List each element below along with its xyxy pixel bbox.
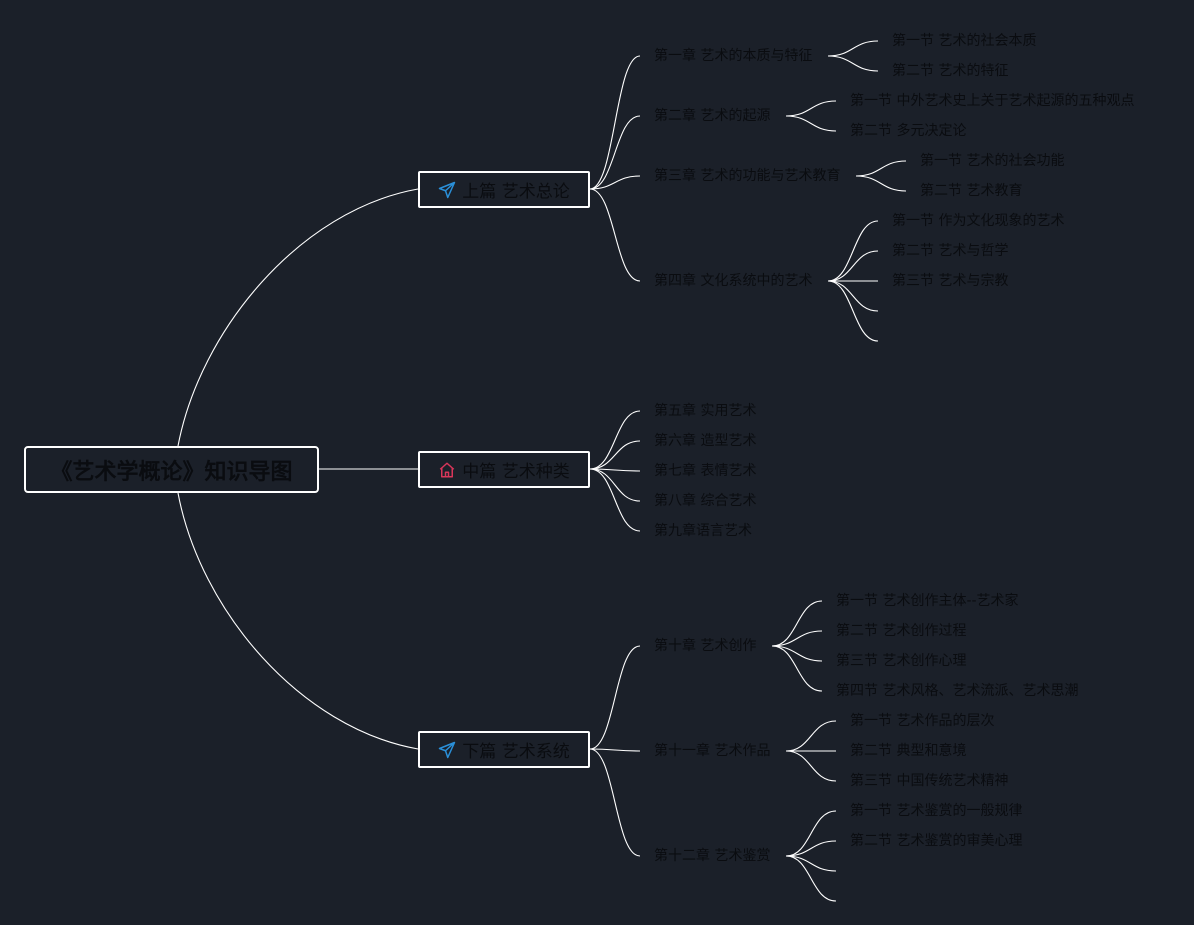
branch-upper[interactable]: 上篇 艺术总论 (418, 171, 590, 208)
connector-line (589, 645, 641, 750)
section-node[interactable]: 第一节 艺术作品的层次 (850, 713, 995, 729)
connector-line (827, 280, 879, 342)
section-node[interactable]: 第三节 艺术创作心理 (836, 653, 967, 669)
section-node[interactable]: 第一节 艺术的社会功能 (920, 153, 1065, 169)
section-node[interactable]: 第二节 艺术教育 (920, 183, 1023, 199)
paper-plane-icon (439, 181, 456, 198)
connector-line (589, 410, 641, 470)
connector-line (589, 175, 641, 190)
chapter-node[interactable]: 第五章 实用艺术 (654, 403, 757, 419)
connector-line (785, 855, 837, 902)
section-node[interactable]: 第二节 艺术鉴赏的审美心理 (850, 833, 1023, 849)
connector-line (785, 855, 837, 872)
connector-line (827, 40, 879, 57)
section-node[interactable]: 第二节 艺术与哲学 (892, 243, 1009, 259)
branch-middle-label: 中篇 艺术种类 (462, 462, 570, 482)
section-node[interactable]: 第二节 典型和意境 (850, 743, 967, 759)
paper-plane-icon (439, 741, 456, 758)
section-node[interactable]: 第一节 作为文化现象的艺术 (892, 213, 1065, 229)
home-icon (440, 462, 455, 477)
chapter-node[interactable]: 第六章 造型艺术 (654, 433, 757, 449)
connector-line (177, 492, 419, 750)
section-node[interactable]: 第一节 中外艺术史上关于艺术起源的五种观点 (850, 93, 1135, 109)
connector-line (827, 55, 879, 72)
connector-line (589, 188, 641, 282)
branch-lower-label: 下篇 艺术系统 (462, 742, 570, 762)
connector-line (827, 280, 879, 312)
connector-line (785, 115, 837, 132)
connector-line (771, 645, 823, 692)
connector-line (589, 468, 641, 532)
connector-line (855, 175, 907, 192)
connector-line (785, 720, 837, 752)
chapter-node[interactable]: 第七章 表情艺术 (654, 463, 757, 479)
section-node[interactable]: 第二节 艺术的特征 (892, 63, 1009, 79)
branch-upper-label: 上篇 艺术总论 (462, 182, 570, 202)
section-node[interactable]: 第二节 艺术创作过程 (836, 623, 967, 639)
chapter-node[interactable]: 第九章语言艺术 (654, 523, 752, 539)
section-node[interactable]: 第三节 艺术与宗教 (892, 273, 1009, 289)
chapter-node[interactable]: 第三章 艺术的功能与艺术教育 (654, 168, 841, 184)
connector-line (785, 840, 837, 857)
section-node[interactable]: 第四节 艺术风格、艺术流派、艺术思潮 (836, 683, 1079, 699)
section-node[interactable]: 第一节 艺术鉴赏的一般规律 (850, 803, 1023, 819)
section-node[interactable]: 第一节 艺术创作主体--艺术家 (836, 593, 1019, 609)
connector-line (855, 160, 907, 177)
connector-line (589, 748, 641, 752)
root-label: 《艺术学概论》知识导图 (50, 459, 293, 485)
chapter-node[interactable]: 第八章 综合艺术 (654, 493, 757, 509)
chapter-node[interactable]: 第二章 艺术的起源 (654, 108, 771, 124)
connector-line (771, 600, 823, 647)
chapter-node[interactable]: 第十一章 艺术作品 (654, 743, 771, 759)
section-node[interactable]: 第三节 中国传统艺术精神 (850, 773, 1009, 789)
connector-line (589, 440, 641, 470)
connector-line (589, 748, 641, 857)
connector-line (589, 468, 641, 502)
connector-line (785, 100, 837, 117)
chapter-node[interactable]: 第十章 艺术创作 (654, 638, 757, 654)
connector-line (771, 645, 823, 662)
section-node[interactable]: 第一节 艺术的社会本质 (892, 33, 1037, 49)
branch-lower[interactable]: 下篇 艺术系统 (418, 731, 590, 768)
chapter-node[interactable]: 第一章 艺术的本质与特征 (654, 48, 813, 64)
chapter-node[interactable]: 第四章 文化系统中的艺术 (654, 273, 813, 289)
connector-line (771, 630, 823, 647)
connector-line (827, 220, 879, 282)
connector-line (785, 750, 837, 782)
connector-line (785, 810, 837, 857)
branch-middle[interactable]: 中篇 艺术种类 (418, 451, 590, 488)
connector-line (177, 188, 419, 447)
connector-line (589, 115, 641, 190)
section-node[interactable]: 第二节 多元决定论 (850, 123, 967, 139)
chapter-node[interactable]: 第十二章 艺术鉴赏 (654, 848, 771, 864)
root-node[interactable]: 《艺术学概论》知识导图 (24, 446, 319, 493)
connector-line (827, 250, 879, 282)
connector-line (589, 55, 641, 190)
